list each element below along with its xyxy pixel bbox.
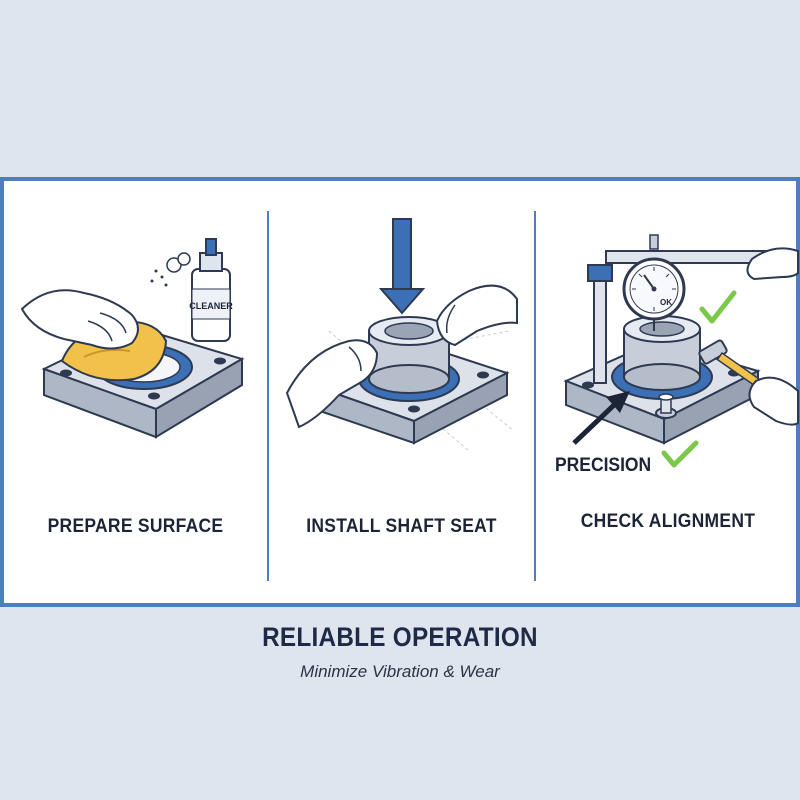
step-label-prepare-surface: PREPARE SURFACE	[47, 516, 224, 537]
install-shaft-seat-illustration	[285, 218, 518, 452]
divider-1	[267, 211, 269, 581]
prepare-surface-illustration: CLEANER	[20, 238, 245, 439]
footer-title: RELIABLE OPERATION	[262, 622, 538, 652]
footer-subtitle: Minimize Vibration & Wear	[300, 662, 500, 681]
precision-callout: PRECISION	[555, 455, 652, 476]
step-check-alignment: OK CHECK ALIGNMENT	[536, 181, 800, 603]
gauge-ok-label: OK	[660, 298, 672, 307]
bottle-label: CLEANER	[189, 301, 233, 311]
instruction-panel: CLEANER PREPARE SURFACE	[0, 177, 800, 607]
check-alignment-illustration: OK	[563, 234, 799, 468]
step-label-install-shaft-seat: INSTALL SHAFT SEAT	[306, 516, 497, 537]
divider-2	[534, 211, 536, 581]
step-prepare-surface: CLEANER PREPARE SURFACE	[4, 181, 267, 603]
step-install-shaft-seat: INSTALL SHAFT SEAT	[269, 181, 534, 603]
check-icon	[661, 440, 699, 468]
step-label-check-alignment: CHECK ALIGNMENT	[580, 511, 756, 532]
check-icon	[699, 290, 737, 324]
